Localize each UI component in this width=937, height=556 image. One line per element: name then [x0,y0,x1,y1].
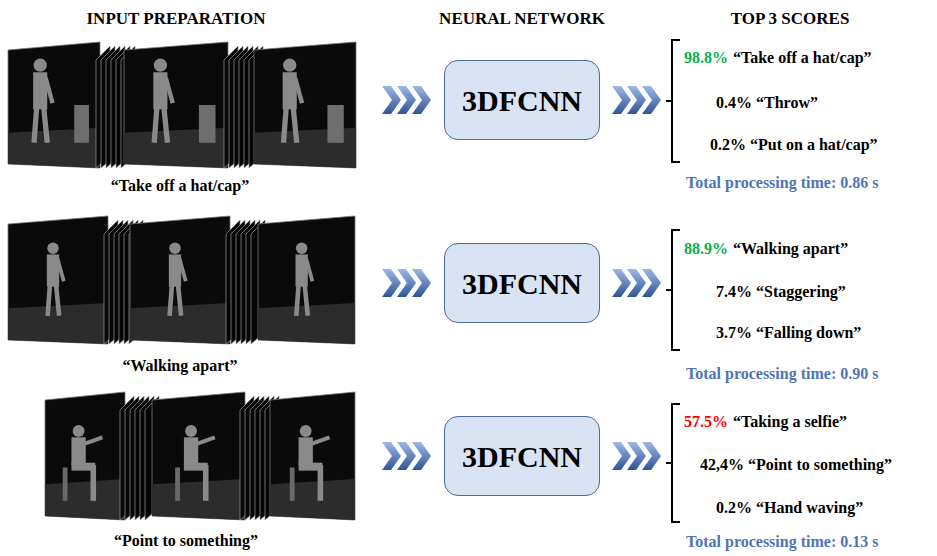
chair [199,105,216,143]
class-score: 7.4% “Staggering” [716,283,846,301]
chevron-arrow [412,442,431,470]
network-name: 3DFCNN [462,267,582,300]
score-percent: 88.9% [684,240,728,258]
silhouette [283,59,302,143]
class-score: 42,4% “Point to something” [700,456,892,474]
processing-time: Total processing time: 0.90 s [686,365,878,383]
chevron-arrow [382,86,401,114]
input-frames [8,216,355,344]
chevron-arrow [382,442,401,470]
depth-frame [270,392,355,520]
network-box: 3DFCNN [444,243,600,323]
chevron-arrow [642,442,661,470]
class-score: 3.7% “Falling down” [716,324,861,342]
chevron-arrow [412,86,431,114]
silhouette [33,59,52,143]
network-name: 3DFCNN [462,84,582,117]
silhouette [153,59,172,143]
chevron-arrow [642,86,661,114]
column-heading: INPUT PREPARATION [87,9,266,29]
chevron-arrow [612,269,631,297]
score-bracket [666,404,680,522]
chevron-arrow [642,269,661,297]
silhouette [296,242,313,315]
class-score: 0.2% “Hand waving” [716,499,863,517]
chevron-arrow [412,269,431,297]
depth-frame [8,42,100,168]
score-bracket [666,40,680,162]
depth-frame [258,216,355,344]
chevron-arrow [382,269,401,297]
input-caption: “Point to something” [114,532,258,550]
chevron-arrow [612,86,631,114]
depth-frame [152,392,245,520]
chevron-arrow [627,442,646,470]
silhouette [63,425,103,501]
score-percent: 57.5% [684,413,728,431]
input-caption: “Take off a hat/cap” [111,177,250,195]
network-name: 3DFCNN [462,440,582,473]
depth-frame [8,216,108,344]
silhouette [169,242,186,315]
score-bracket [666,230,680,350]
silhouette [290,425,330,501]
class-score: 0.2% “Put on a hat/cap” [710,136,878,154]
chevron-arrow [627,86,646,114]
silhouette [175,425,215,501]
chevron-arrow [397,442,416,470]
silhouette [47,242,64,315]
depth-frame [130,216,230,344]
depth-frame [45,392,125,520]
chevron-arrow [397,269,416,297]
chevron-arrow [627,269,646,297]
chair [74,105,89,143]
chevron-arrow [612,442,631,470]
class-score: 0.4% “Throw” [716,94,818,112]
chair [327,105,343,143]
network-box: 3DFCNN [444,416,600,496]
processing-time: Total processing time: 0.13 s [686,533,878,551]
depth-frame [124,42,228,168]
column-heading: TOP 3 SCORES [731,9,850,29]
input-frames [8,42,356,168]
depth-frame [254,42,356,168]
network-box: 3DFCNN [444,60,600,140]
processing-time: Total processing time: 0.86 s [686,174,878,192]
column-heading: NEURAL NETWORK [439,9,605,29]
class-name: “Walking apart” [733,240,848,258]
input-caption: “Walking apart” [122,357,237,375]
score-percent: 98.8% [684,49,728,67]
chevron-arrow [397,86,416,114]
class-name: “Taking a selfie” [733,413,847,431]
input-frames [45,392,355,520]
class-name: “Take off a hat/cap” [733,49,872,67]
